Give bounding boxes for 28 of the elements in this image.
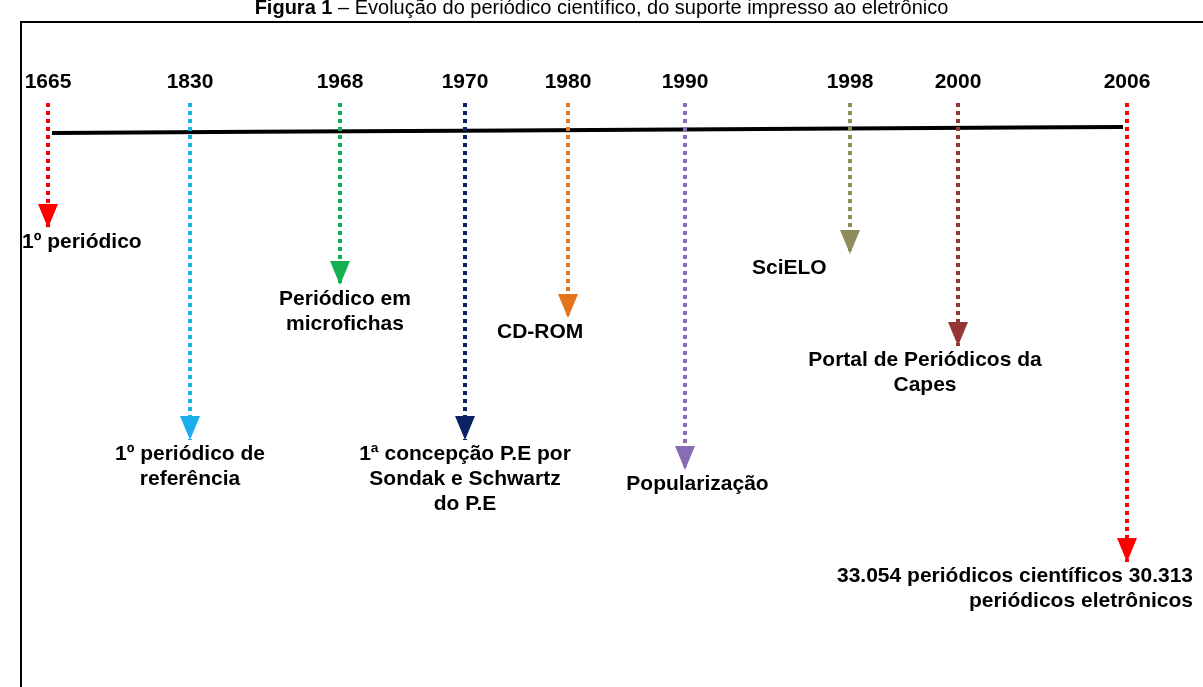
dotted-arrow (948, 103, 968, 346)
dotted-arrow (558, 103, 578, 318)
dotted-arrow (180, 103, 200, 440)
year-label: 1665 (13, 68, 83, 93)
year-label: 1968 (305, 68, 375, 93)
dotted-arrow (455, 103, 475, 440)
year-label: 1830 (155, 68, 225, 93)
year-label: 1998 (815, 68, 885, 93)
figure-title: Figura 1 – Evolução do periódico científico, do suporte impresso ao eletrônico (253, 0, 950, 19)
year-label: 2006 (1092, 68, 1162, 93)
dotted-arrow (330, 103, 350, 285)
event-label: 33.054 periódicos científicos 30.313 periódicos eletrônicos (800, 562, 1193, 612)
year-label: 1970 (430, 68, 500, 93)
event-label: 1ª concepção P.E por Sondak e Schwartz do P.E (355, 440, 575, 515)
dotted-arrow (840, 103, 860, 254)
event-label: 1º periódico (22, 228, 177, 253)
year-label: 1980 (533, 68, 603, 93)
event-label: Periódico em microfichas (255, 285, 435, 335)
event-label: Portal de Periódicos da Capes (790, 346, 1060, 396)
dotted-arrow (1117, 103, 1137, 562)
dotted-arrow (675, 103, 695, 470)
event-label: 1º periódico de referência (95, 440, 285, 490)
dotted-arrow (38, 103, 58, 228)
year-label: 1990 (650, 68, 720, 93)
year-label: 2000 (923, 68, 993, 93)
event-label: Popularização (605, 470, 790, 495)
event-label: CD-ROM (497, 318, 612, 343)
event-label: SciELO (752, 254, 862, 279)
